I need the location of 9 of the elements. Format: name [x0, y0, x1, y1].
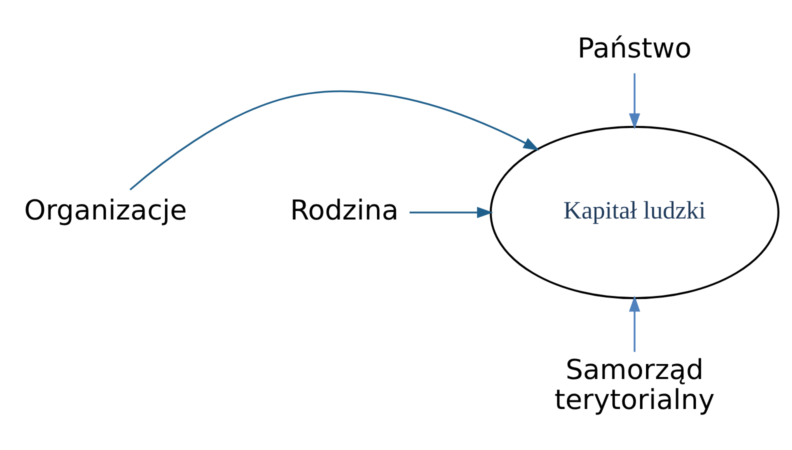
node-text: Rodzina	[290, 194, 399, 226]
node-text: Organizacje	[24, 194, 187, 226]
arrow	[628, 296, 640, 352]
node-text: Samorząd terytorialny	[554, 354, 715, 416]
arrow	[628, 73, 640, 130]
node-ellipse: Kapitał ludzki	[490, 126, 780, 300]
arrow	[130, 90, 540, 190]
node-text: Państwo	[578, 32, 692, 65]
arrow	[410, 206, 494, 218]
